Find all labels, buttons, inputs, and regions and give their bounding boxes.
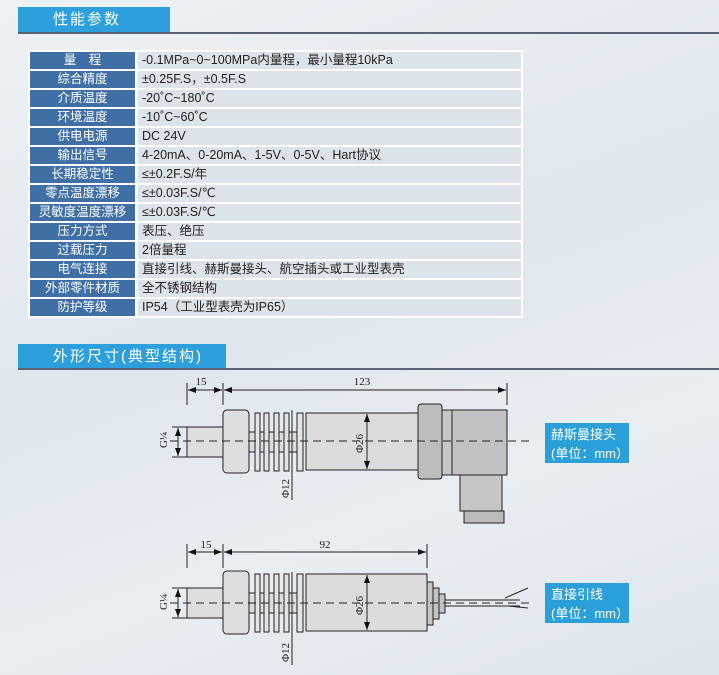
spec-value: 全不锈钢结构 xyxy=(138,280,521,297)
spec-label: 压力方式 xyxy=(30,223,138,240)
table-row: 长期稳定性≤±0.2F.S/年 xyxy=(30,166,521,183)
spec-value: -0.1MPa~0~100MPa内量程，最小量程10kPa xyxy=(138,52,521,69)
dim-neck-diameter: Φ12 xyxy=(280,479,292,498)
caption-unit: (单位：mm） xyxy=(551,606,629,621)
spec-label: 环境温度 xyxy=(30,109,138,126)
dim-total-length: 92 xyxy=(320,539,331,551)
dim-body-diameter: Φ26 xyxy=(354,595,366,615)
spec-value: DC 24V xyxy=(138,128,521,145)
spec-value: ±0.25F.S，±0.5F.S xyxy=(138,71,521,88)
spec-label: 长期稳定性 xyxy=(30,166,138,183)
spec-label: 电气连接 xyxy=(30,261,138,278)
spec-label: 介质温度 xyxy=(30,90,138,107)
table-row: 压力方式表压、绝压 xyxy=(30,223,521,240)
spec-label: 防护等级 xyxy=(30,299,138,316)
section-divider xyxy=(18,32,719,34)
table-row: 零点温度漂移≤±0.03F.S/℃ xyxy=(30,185,521,202)
table-row: 综合精度±0.25F.S，±0.5F.S xyxy=(30,71,521,88)
section-title-performance: 性能参数 xyxy=(18,7,170,32)
spec-value: IP54（工业型表壳为IP65） xyxy=(138,299,521,316)
spec-label: 输出信号 xyxy=(30,147,138,164)
spec-label: 外部零件材质 xyxy=(30,280,138,297)
drawing-hirschmann-connector xyxy=(170,383,530,524)
dim-thread-length: 15 xyxy=(201,539,213,551)
dim-thread-size: G¼ xyxy=(158,432,170,448)
section-title-dimensions: 外形尺寸(典型结构) xyxy=(18,344,226,369)
caption-unit: (单位：mm） xyxy=(551,446,629,461)
spec-value: -20˚C~180˚C xyxy=(138,90,521,107)
spec-value: ≤±0.03F.S/℃ xyxy=(138,185,521,202)
caption-title: 赫斯曼接头 xyxy=(551,427,617,442)
spec-value: 直接引线、赫斯曼接头、航空插头或工业型表壳 xyxy=(138,261,521,278)
caption-hirschmann: 赫斯曼接头 (单位：mm） xyxy=(545,423,629,463)
spec-value: 2倍量程 xyxy=(138,242,521,259)
table-row: 介质温度-20˚C~180˚C xyxy=(30,90,521,107)
caption-cable: 直接引线 (单位：mm） xyxy=(545,583,629,623)
spec-label: 灵敏度温度漂移 xyxy=(30,204,138,221)
table-row: 环境温度-10˚C~60˚C xyxy=(30,109,521,126)
spec-value: ≤±0.2F.S/年 xyxy=(138,166,521,183)
drawing-direct-cable xyxy=(170,544,530,665)
table-row: 外部零件材质全不锈钢结构 xyxy=(30,280,521,297)
table-row: 量 程-0.1MPa~0~100MPa内量程，最小量程10kPa xyxy=(30,52,521,69)
spec-value: 表压、绝压 xyxy=(138,223,521,240)
dim-body-diameter: Φ26 xyxy=(354,433,366,453)
dim-thread-length: 15 xyxy=(196,376,208,388)
spec-label: 过载压力 xyxy=(30,242,138,259)
table-row: 电气连接直接引线、赫斯曼接头、航空插头或工业型表壳 xyxy=(30,261,521,278)
spec-label: 零点温度漂移 xyxy=(30,185,138,202)
spec-value: 4-20mA、0-20mA、1-5V、0-5V、Hart协议 xyxy=(138,147,521,164)
caption-title: 直接引线 xyxy=(551,587,604,602)
dim-neck-diameter: Φ12 xyxy=(280,643,292,662)
spec-label: 供电电源 xyxy=(30,128,138,145)
section-divider xyxy=(18,368,719,370)
spec-label: 综合精度 xyxy=(30,71,138,88)
spec-value: ≤±0.03F.S/℃ xyxy=(138,204,521,221)
dim-total-length: 123 xyxy=(354,376,371,388)
spec-label: 量 程 xyxy=(30,52,138,69)
spec-value: -10˚C~60˚C xyxy=(138,109,521,126)
dim-thread-size: G¼ xyxy=(158,594,170,610)
table-row: 灵敏度温度漂移≤±0.03F.S/℃ xyxy=(30,204,521,221)
